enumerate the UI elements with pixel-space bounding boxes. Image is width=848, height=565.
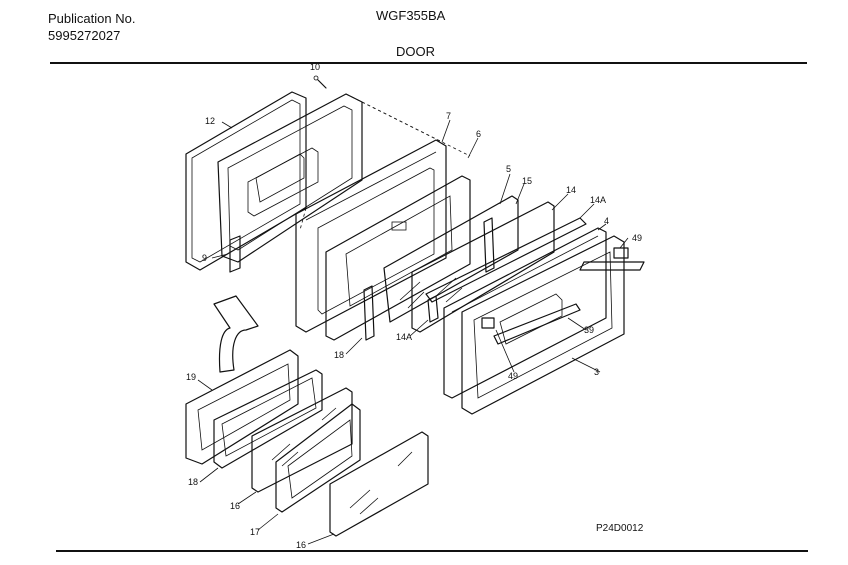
- callout-4: 4: [604, 216, 609, 226]
- diagram-code: P24D0012: [596, 523, 644, 534]
- part-17-frame: [275, 403, 361, 513]
- callout-18-mid: 18: [334, 350, 344, 360]
- callout-6: 6: [476, 129, 481, 139]
- callout-16-upper: 16: [230, 501, 240, 511]
- callout-10: 10: [310, 62, 320, 72]
- publication-number: 5995272027: [48, 28, 121, 43]
- publication-label: Publication No.: [48, 11, 136, 26]
- part-4-outer-panel: [443, 227, 607, 399]
- callout-17: 17: [250, 527, 260, 537]
- section-title: DOOR: [396, 44, 435, 59]
- callout-12: 12: [205, 116, 215, 126]
- part-14A-spacer: [425, 217, 587, 323]
- part-39-handle: [481, 261, 645, 345]
- part-9-bracket: [229, 235, 241, 273]
- assembly-arrow-icon: [213, 295, 259, 373]
- callout-14A-top: 14A: [590, 195, 606, 205]
- callout-3: 3: [594, 367, 599, 377]
- header-divider: [50, 62, 807, 64]
- part-10-screw: [313, 75, 327, 89]
- callout-16-lower: 16: [296, 540, 306, 550]
- callout-19: 19: [186, 372, 196, 382]
- callout-39: 39: [584, 325, 594, 335]
- callout-14: 14: [566, 185, 576, 195]
- part-18-gasket: [213, 369, 323, 469]
- callout-9: 9: [202, 253, 207, 263]
- callout-15: 15: [522, 176, 532, 186]
- callout-14A-bottom: 14A: [396, 332, 412, 342]
- part-6-inner-panel: [325, 175, 471, 341]
- part-16-glass-upper: [251, 387, 353, 493]
- part-49-handle-cap: [613, 247, 629, 259]
- part-5-glass: [383, 195, 519, 323]
- part-12-gasket: [185, 91, 307, 271]
- part-14-glass: [411, 201, 555, 333]
- callout-5: 5: [506, 164, 511, 174]
- part-16-glass-lower: [329, 431, 429, 537]
- part-15-glass-clip: [363, 217, 495, 341]
- callout-18-bottom: 18: [188, 477, 198, 487]
- footer-divider: [56, 550, 808, 552]
- part-19-frame: [185, 349, 299, 465]
- callout-49-bottom: 49: [508, 371, 518, 381]
- callout-7: 7: [446, 111, 451, 121]
- part-7-door-frame: [295, 139, 447, 333]
- part-3-door-trim: [461, 235, 625, 415]
- model-number: WGF355BA: [376, 8, 446, 23]
- callout-49-top: 49: [632, 233, 642, 243]
